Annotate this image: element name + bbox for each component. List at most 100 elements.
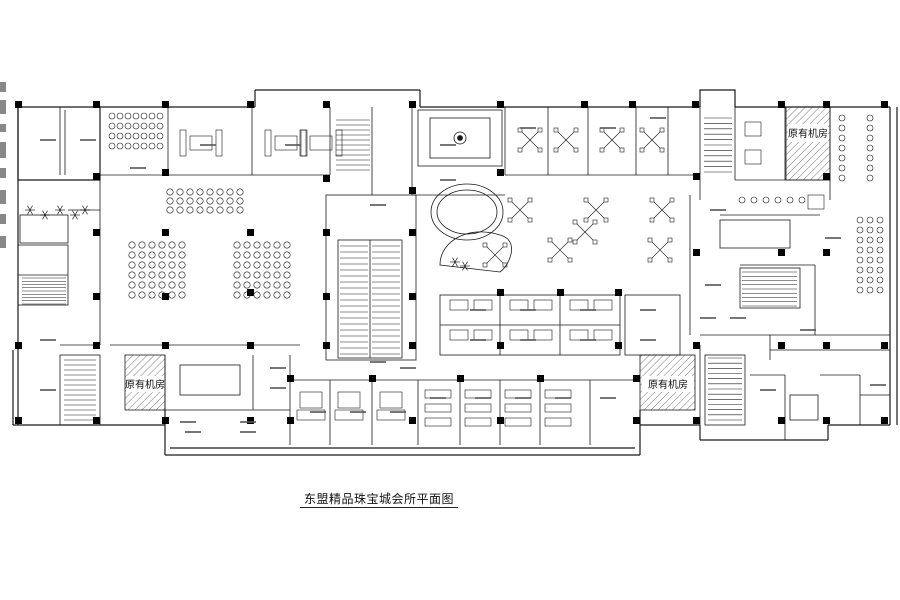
column [633,375,640,382]
chair [236,206,244,214]
chair [876,286,884,294]
machine-room-left-label: 原有机房 [125,378,165,391]
table [473,299,493,311]
oval-lounge [430,183,512,273]
chair [116,142,124,150]
chair [148,122,156,130]
chair [233,281,241,289]
sofa [296,409,326,421]
workstation [486,246,504,264]
central-feature [417,109,503,167]
workstation [603,131,621,149]
chair [866,246,874,254]
chair [647,257,653,263]
chair [273,241,281,249]
column [323,293,330,300]
column [247,417,254,424]
workstation [551,241,569,259]
chair [547,257,553,263]
chair [128,261,136,269]
chair [168,261,176,269]
chair [124,132,132,140]
chair [659,147,665,153]
chair [876,236,884,244]
furniture [22,112,886,433]
plant [44,210,48,216]
column [778,249,785,256]
table [464,389,492,399]
column [497,101,504,108]
chair [124,122,132,130]
chair [233,251,241,259]
chair [283,291,291,299]
table [744,121,762,137]
chair [527,197,533,203]
table [504,417,532,427]
chair [236,197,244,205]
table [509,299,529,311]
chair [669,197,675,203]
plant [42,214,46,220]
chair [140,142,148,150]
workstation [576,223,594,241]
chair [283,271,291,279]
chair [798,196,806,204]
chair [158,291,166,299]
chair [619,147,625,153]
column [323,101,330,108]
plant [454,257,458,263]
chair [128,271,136,279]
workstation [651,241,669,259]
column [693,173,700,180]
chair [138,241,146,249]
column [409,229,416,236]
column [162,342,169,349]
chair [243,261,251,269]
plant [72,210,76,216]
chair [507,197,513,203]
chair [148,112,156,120]
table [424,403,452,413]
chair [128,241,136,249]
column [162,293,169,300]
chair [647,237,653,243]
chair [273,271,281,279]
column [497,342,504,349]
plant [57,209,61,215]
plant [27,209,31,215]
chair [148,241,156,249]
column [823,101,830,108]
chair [619,127,625,133]
chair [168,271,176,279]
workstation [587,201,605,219]
chair [866,174,874,182]
column [93,229,100,236]
chair [263,291,271,299]
chair [206,188,214,196]
plant [464,261,468,267]
chair [168,281,176,289]
sofa [215,129,223,157]
chair [158,281,166,289]
table [299,391,323,409]
sofa [334,409,364,421]
workstation [643,131,661,149]
column [323,229,330,236]
column [93,342,100,349]
chair [158,261,166,269]
table [593,329,613,341]
chair [178,281,186,289]
chair [128,251,136,259]
column [15,101,22,108]
column [881,342,888,349]
column [557,289,564,296]
chair [502,262,508,268]
chair [866,276,874,284]
column [823,173,830,180]
chair [786,196,794,204]
column [409,101,416,108]
plant [44,214,48,220]
plant [29,205,33,211]
plant [27,205,31,211]
chair [667,237,673,243]
